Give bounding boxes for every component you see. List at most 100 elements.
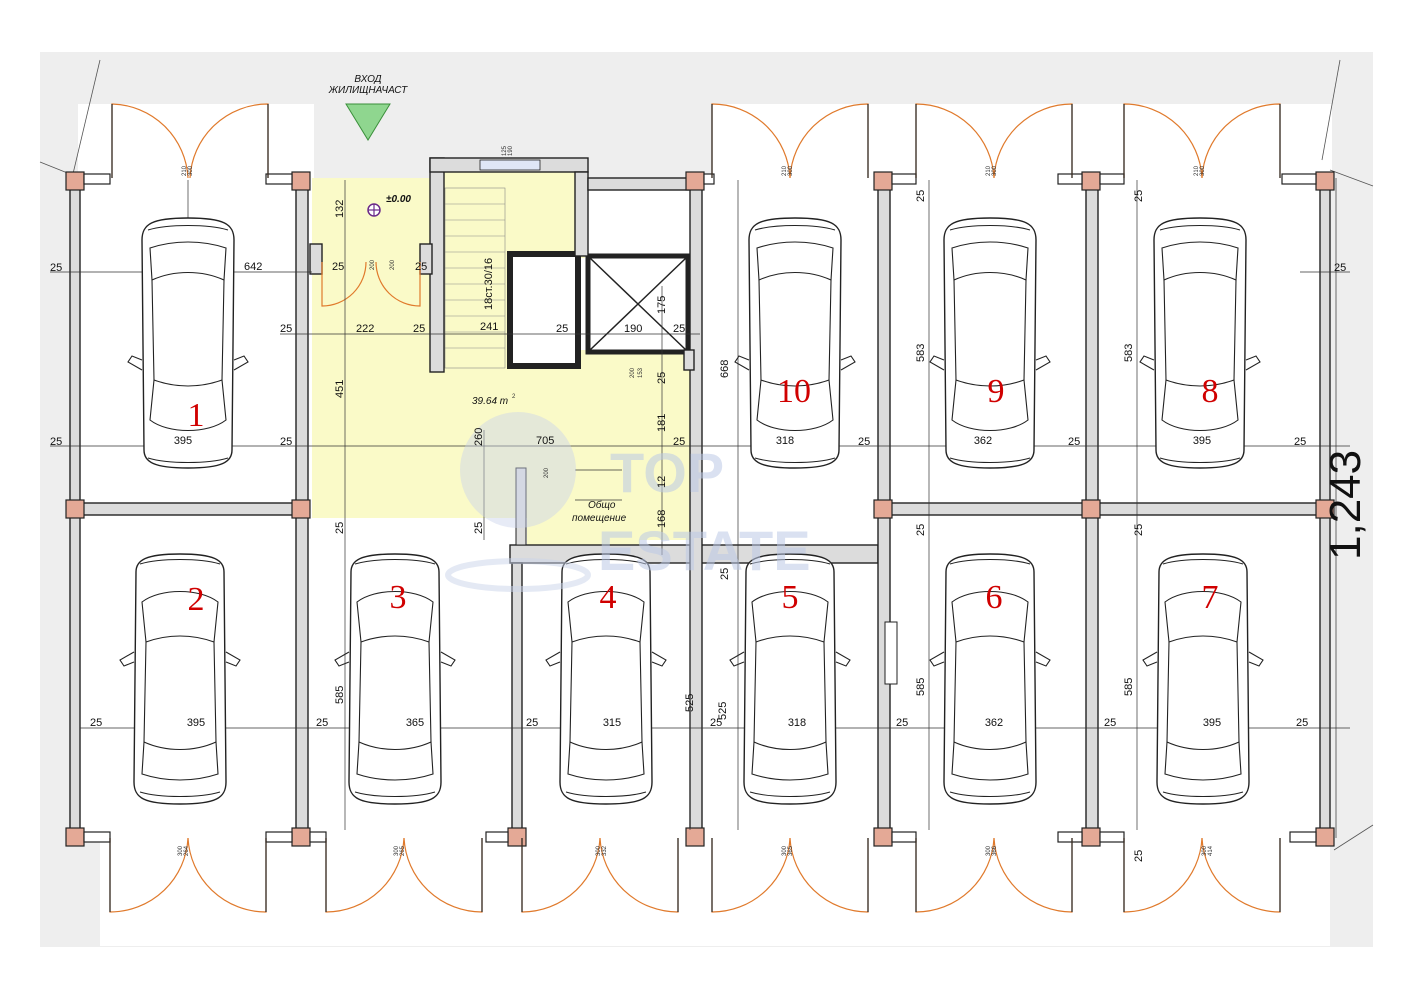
site-line <box>1329 169 1374 187</box>
svg-text:190: 190 <box>508 145 514 156</box>
svg-text:585: 585 <box>1123 678 1135 696</box>
svg-text:585: 585 <box>915 678 927 696</box>
dimension-labels: 642 132 222 241 190 175 451 705 181 12 1… <box>244 200 1135 720</box>
partition-wall <box>515 467 527 546</box>
top-bay-right <box>712 104 1332 178</box>
svg-text:125: 125 <box>502 145 508 156</box>
svg-text:25: 25 <box>1133 190 1145 202</box>
window-opening <box>479 159 541 171</box>
svg-text:153: 153 <box>638 367 644 378</box>
door-jambs <box>83 173 1317 843</box>
entrance-label-line1: ВХОД <box>354 74 381 85</box>
spot-width-9: 362 <box>974 435 992 447</box>
svg-text:25: 25 <box>896 717 908 729</box>
common-area-unit-sup: 2 <box>512 394 516 400</box>
spot-number-8: 8 <box>1202 373 1219 410</box>
svg-text:525: 525 <box>684 694 696 712</box>
spot-width-7: 395 <box>1203 717 1221 729</box>
svg-text:222: 222 <box>356 323 374 335</box>
svg-text:300: 300 <box>986 845 992 856</box>
svg-text:25: 25 <box>673 436 685 448</box>
svg-text:300: 300 <box>1200 165 1206 176</box>
svg-text:264: 264 <box>184 845 190 856</box>
svg-text:200: 200 <box>390 259 396 270</box>
svg-text:25: 25 <box>413 323 425 335</box>
watermark-line1: TOP <box>610 441 724 504</box>
svg-text:25: 25 <box>915 524 927 536</box>
spot-number-9: 9 <box>988 373 1005 410</box>
spot-number-7: 7 <box>1202 579 1219 616</box>
spot-number-5: 5 <box>782 579 799 616</box>
svg-text:300: 300 <box>178 845 184 856</box>
spot-number-3: 3 <box>390 579 407 616</box>
entrance-label-line2: ЖИЛИЩНАЧАСТ <box>328 85 408 96</box>
spot-number-1: 1 <box>188 397 205 434</box>
svg-text:366: 366 <box>992 845 998 856</box>
bottom-bay <box>100 838 1330 946</box>
svg-text:300: 300 <box>1202 845 1208 856</box>
svg-text:300: 300 <box>782 845 788 856</box>
svg-text:25: 25 <box>415 261 427 273</box>
spot-width-3: 365 <box>406 717 424 729</box>
svg-text:300: 300 <box>596 845 602 856</box>
svg-text:25: 25 <box>90 717 102 729</box>
common-area-label-line2: помещение <box>572 513 627 524</box>
svg-text:25: 25 <box>556 323 568 335</box>
svg-text:200: 200 <box>630 367 636 378</box>
svg-text:25: 25 <box>858 436 870 448</box>
offset-labels: 25 25 25 25 25 25 25 25 25 25 25 25 25 2… <box>50 190 1346 862</box>
svg-text:451: 451 <box>334 380 346 398</box>
svg-text:25: 25 <box>656 372 668 384</box>
side-door <box>884 621 898 685</box>
svg-text:25: 25 <box>710 717 722 729</box>
spot-width-5: 318 <box>788 717 806 729</box>
spot-width-4: 315 <box>603 717 621 729</box>
svg-text:210: 210 <box>1194 165 1200 176</box>
svg-text:332: 332 <box>602 845 608 856</box>
top-bay-left <box>78 104 314 178</box>
svg-text:642: 642 <box>244 261 262 273</box>
dimension-lines <box>50 178 1350 838</box>
svg-text:210: 210 <box>182 165 188 176</box>
svg-text:260: 260 <box>473 428 485 446</box>
common-area-label-line1: Общо <box>588 499 616 511</box>
spot-number-10: 10 <box>777 373 811 410</box>
watermark-swoosh <box>445 558 591 592</box>
svg-text:25: 25 <box>719 568 731 580</box>
site-line <box>1321 59 1341 161</box>
svg-text:25: 25 <box>1133 524 1145 536</box>
door-dimension-labels: 210 300 210 300 210 300 210 300 264 300 … <box>178 145 1214 856</box>
spot-width-6: 362 <box>985 717 1003 729</box>
svg-text:583: 583 <box>915 344 927 362</box>
svg-text:25: 25 <box>1133 850 1145 862</box>
svg-text:414: 414 <box>1208 845 1214 856</box>
svg-text:300: 300 <box>394 845 400 856</box>
svg-text:210: 210 <box>986 165 992 176</box>
svg-text:583: 583 <box>1123 344 1135 362</box>
svg-text:241: 241 <box>480 321 498 333</box>
svg-text:175: 175 <box>656 296 668 314</box>
svg-text:200: 200 <box>544 467 550 478</box>
entrance-triangle-icon <box>345 103 391 141</box>
svg-text:25: 25 <box>915 190 927 202</box>
spot-width-10: 318 <box>776 435 794 447</box>
svg-text:300: 300 <box>188 165 194 176</box>
vent-shaft-x <box>589 257 687 351</box>
svg-text:181: 181 <box>656 414 668 432</box>
watermark: TOP ESTATE <box>445 412 811 592</box>
svg-text:200: 200 <box>370 259 376 270</box>
level-mark-text: ±0.00 <box>386 194 411 205</box>
svg-text:300: 300 <box>788 165 794 176</box>
svg-text:12: 12 <box>656 476 668 488</box>
svg-text:585: 585 <box>334 686 346 704</box>
svg-text:25: 25 <box>1068 436 1080 448</box>
svg-text:25: 25 <box>50 262 62 274</box>
door-swings <box>109 103 1281 913</box>
watermark-pin-icon <box>460 412 576 528</box>
spot-width-8: 395 <box>1193 435 1211 447</box>
elevator-shaft <box>507 251 581 369</box>
svg-text:300: 300 <box>992 165 998 176</box>
svg-text:25: 25 <box>332 261 344 273</box>
svg-text:25: 25 <box>1294 436 1306 448</box>
